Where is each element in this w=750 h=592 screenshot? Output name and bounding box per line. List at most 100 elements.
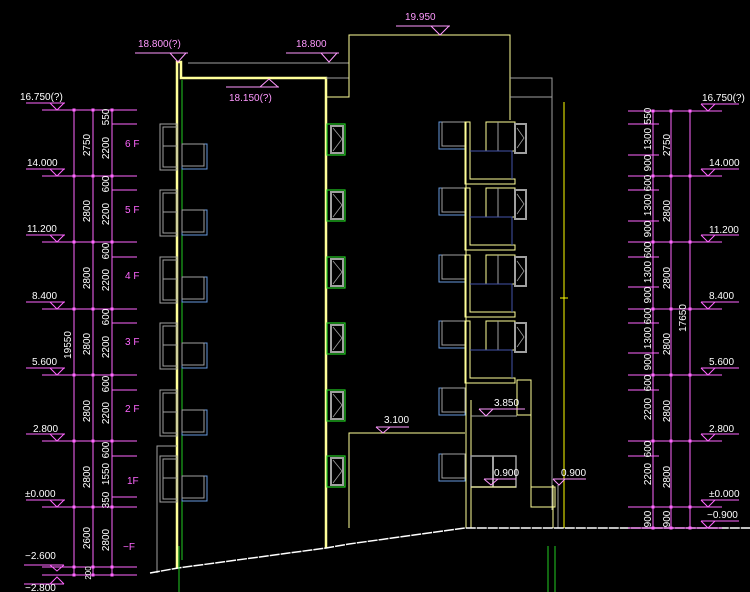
balcony xyxy=(464,121,527,185)
window-sash xyxy=(441,187,466,213)
window-frame xyxy=(438,187,466,216)
stair-tower-annex xyxy=(510,77,553,510)
window-sash xyxy=(330,391,344,420)
level-triangle xyxy=(49,499,65,508)
floor-label: 5 F xyxy=(125,205,139,216)
level-label: 0.900 xyxy=(561,468,586,479)
dimension-text: 200 xyxy=(84,566,93,580)
entry-frame xyxy=(516,379,532,416)
window-sash xyxy=(330,191,344,220)
window-sash xyxy=(162,458,178,500)
dimension-tick xyxy=(669,505,673,509)
tower-side-window xyxy=(514,123,527,154)
left-level-label: 16.750(?) xyxy=(20,92,63,103)
level-label: 3.100 xyxy=(384,415,409,426)
left-level-label: 11.200 xyxy=(27,224,57,235)
dimension-text: 2750 xyxy=(82,133,93,156)
dimension-text: 2800 xyxy=(662,465,673,488)
dimension-tick xyxy=(688,526,692,530)
main-wall-outline xyxy=(175,60,328,568)
window-sash xyxy=(181,409,205,433)
dimension-text: 2200 xyxy=(643,397,654,420)
window-opening-mark xyxy=(516,127,525,149)
window-frame xyxy=(326,455,346,488)
balcony-door xyxy=(485,254,516,285)
level-triangle xyxy=(49,576,65,585)
dimension-tick xyxy=(72,174,76,178)
dimension-tick xyxy=(669,174,673,178)
dimension-text: 600 xyxy=(101,375,112,392)
left-level-labels: 16.750(?) 14.000 11.200 8.400 5.600 2.80… xyxy=(20,92,63,592)
dimension-text: 2800 xyxy=(101,528,112,551)
window-sash xyxy=(162,325,178,367)
dimension-text: 600 xyxy=(643,174,654,191)
dimension-tick xyxy=(688,109,692,113)
level-marker: 18.800 xyxy=(286,39,339,63)
floor-label: −F xyxy=(123,542,135,553)
dimension-tick xyxy=(651,505,655,509)
green-window xyxy=(326,389,346,422)
stair-tower xyxy=(326,34,511,120)
balcony xyxy=(464,187,527,251)
level-marker: 3.850 xyxy=(478,398,525,417)
window-opening-mark xyxy=(332,193,343,218)
entry-door xyxy=(470,455,517,488)
floor-label: 4 F xyxy=(125,271,139,282)
dimension-tick xyxy=(688,505,692,509)
front-window xyxy=(181,209,208,236)
right-level-label: −0.900 xyxy=(707,510,738,521)
window-sash xyxy=(330,457,344,486)
window-frame xyxy=(326,123,346,156)
dimension-tick xyxy=(669,439,673,443)
balcony-door xyxy=(485,121,516,152)
dimension-text: 900 xyxy=(643,220,654,237)
floor-labels: 6 F 5 F 4 F 3 F 2 F 1F −F xyxy=(123,139,139,553)
window-frame xyxy=(326,189,346,222)
front-window xyxy=(181,475,208,502)
dimension-tick xyxy=(91,373,95,377)
balcony-outline xyxy=(464,121,516,185)
left-level-label: 8.400 xyxy=(32,291,57,302)
dimension-lines xyxy=(24,102,739,585)
window-sash xyxy=(162,392,178,434)
window-sash xyxy=(330,324,344,353)
level-marker: 0.900 xyxy=(483,468,519,486)
window-sash xyxy=(162,259,178,301)
dimension-text: 2800 xyxy=(662,199,673,222)
dimension-tick xyxy=(72,565,76,569)
window-sash xyxy=(181,143,205,167)
window-frame xyxy=(438,254,466,283)
balcony-rail xyxy=(470,349,513,378)
right-level-labels: 16.750(?) 14.000 11.200 8.400 5.600 2.80… xyxy=(702,93,745,521)
dimension-text: 600 xyxy=(101,308,112,325)
level-label: 18.800 xyxy=(296,39,327,50)
dimension-tick xyxy=(110,373,114,377)
dimension-text: 600 xyxy=(643,440,654,457)
dimension-text: 2600 xyxy=(82,526,93,549)
window-frame xyxy=(438,320,466,349)
left-level-label: 2.800 xyxy=(33,424,58,435)
level-triangle xyxy=(49,168,65,177)
dimension-tick xyxy=(91,565,95,569)
level-label: 18.800(?) xyxy=(138,39,181,50)
level-triangle xyxy=(49,564,65,572)
canopy xyxy=(348,432,465,528)
dimension-text: 550 xyxy=(101,108,112,125)
front-window xyxy=(181,409,208,436)
dimension-text: 2750 xyxy=(662,133,673,156)
front-window xyxy=(181,342,208,369)
tower-side-window xyxy=(514,256,527,287)
tower-window xyxy=(438,187,466,216)
side-window xyxy=(159,455,178,503)
right-total-dimension: 17650 xyxy=(678,304,689,332)
window-frame xyxy=(181,143,208,170)
level-triangle xyxy=(700,103,716,112)
dimension-text: 600 xyxy=(643,307,654,324)
green-window xyxy=(326,322,346,355)
side-window xyxy=(159,389,178,437)
window-opening-mark xyxy=(332,260,343,285)
dimension-text: 1300 xyxy=(643,127,654,150)
window-opening-mark xyxy=(516,260,525,282)
dimension-text: 1300 xyxy=(643,260,654,283)
top-level-markers: 18.800(?) 18.800 18.150(?) 19.950 xyxy=(135,12,450,104)
